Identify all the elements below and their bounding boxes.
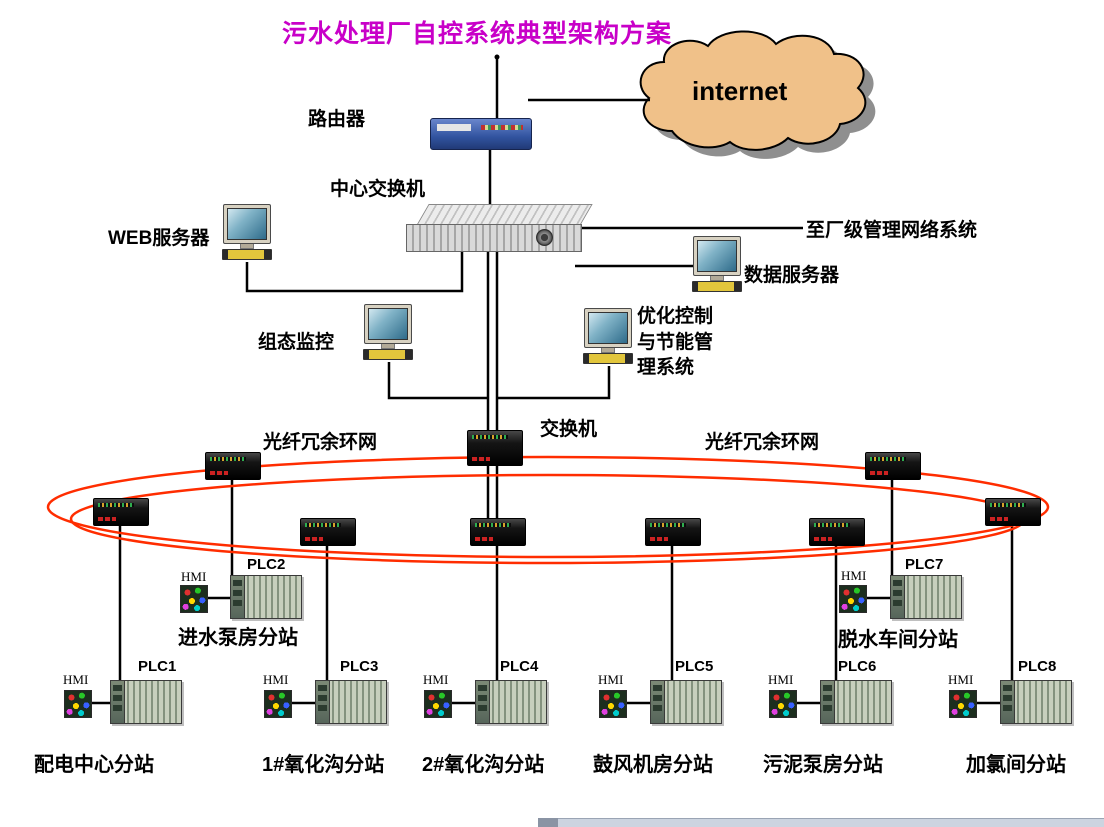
plc-label: PLC7 xyxy=(905,556,944,573)
optimization-line xyxy=(498,366,611,400)
hmi-label: HMI xyxy=(181,569,207,584)
plc-label: PLC4 xyxy=(500,658,539,675)
hmi-icon-plc2 xyxy=(180,585,208,613)
plc6-device xyxy=(820,680,892,724)
ring-switch-mid-center xyxy=(470,518,526,546)
plc2-device xyxy=(230,575,302,619)
monitor xyxy=(364,304,412,344)
internet-cloud xyxy=(639,30,867,151)
fiber-ring-inner xyxy=(69,473,1027,565)
hmi-icon-plc8 xyxy=(949,690,977,718)
horizontal-scrollbar-thumb[interactable] xyxy=(538,818,558,827)
data-server-computer xyxy=(692,236,742,292)
station-name: 配电中心分站 xyxy=(34,754,154,776)
hmi-label: HMI xyxy=(423,672,449,687)
fiber-ring-left-label: 光纤冗余环网 xyxy=(263,432,378,453)
central-switch-device xyxy=(406,204,593,252)
ring-switch-top-right xyxy=(865,452,921,480)
fiber-ring-outer xyxy=(46,455,1050,559)
center-switch-device xyxy=(467,430,523,466)
plc-label: PLC3 xyxy=(340,658,379,675)
ring-switch-top-left xyxy=(205,452,261,480)
station-name: 进水泵房分站 xyxy=(178,627,298,649)
station-name: 加氯间分站 xyxy=(966,754,1066,776)
central-switch-label: 中心交换机 xyxy=(330,179,426,200)
hmi-icon-plc3 xyxy=(264,690,292,718)
plc-label: PLC5 xyxy=(675,658,714,675)
hmi-label: HMI xyxy=(768,672,794,687)
scada-label: 组态监控 xyxy=(258,332,335,353)
data-server-label: 数据服务器 xyxy=(744,265,840,286)
monitor xyxy=(223,204,271,244)
screen xyxy=(697,240,737,272)
hmi-label: HMI xyxy=(263,672,289,687)
hmi-icon-plc6 xyxy=(769,690,797,718)
scada-line xyxy=(387,362,487,400)
keyboard-base xyxy=(583,353,633,364)
plc1-device xyxy=(110,680,182,724)
monitor-stand xyxy=(240,244,254,249)
hmi-label: HMI xyxy=(598,672,624,687)
hmi-icon-plc7 xyxy=(839,585,867,613)
web-server-label: WEB服务器 xyxy=(108,228,210,249)
connection-lines xyxy=(90,54,1014,705)
screen xyxy=(368,308,408,340)
central-switch-front-face xyxy=(406,224,582,252)
monitor-stand xyxy=(381,344,395,349)
scada-computer xyxy=(363,304,413,360)
hmi-label: HMI xyxy=(63,672,89,687)
web-server-computer xyxy=(222,204,272,260)
hmi-icon-plc4 xyxy=(424,690,452,718)
plc4-device xyxy=(475,680,547,724)
ring-switch-mid-right xyxy=(645,518,701,546)
hmi-icon-plc1 xyxy=(64,690,92,718)
monitor-stand xyxy=(710,276,724,281)
station-name: 脱水车间分站 xyxy=(838,629,958,651)
ring-switch-left xyxy=(93,498,149,526)
monitor xyxy=(693,236,741,276)
plc-label: PLC2 xyxy=(247,556,286,573)
plc3-device xyxy=(315,680,387,724)
optimization-computer xyxy=(583,308,633,364)
horizontal-scrollbar[interactable] xyxy=(538,818,1104,827)
plant-network-label: 至厂级管理网络系统 xyxy=(806,220,978,241)
ring-switch-label: 交换机 xyxy=(540,419,598,440)
station-name: 1#氧化沟分站 xyxy=(262,754,385,776)
hmi-label: HMI xyxy=(948,672,974,687)
internet-label: internet xyxy=(692,76,788,106)
plc8-device xyxy=(1000,680,1072,724)
optimization-label: 优化控制 与节能管 理系统 xyxy=(637,306,714,379)
keyboard-base xyxy=(692,281,742,292)
antenna-tip xyxy=(494,54,500,60)
fiber-ring-right-label: 光纤冗余环网 xyxy=(705,432,820,453)
monitor xyxy=(584,308,632,348)
station-name: 2#氧化沟分站 xyxy=(422,754,545,776)
screen xyxy=(227,208,267,240)
plc7-device xyxy=(890,575,962,619)
router-label: 路由器 xyxy=(308,109,366,130)
central-switch-top-face xyxy=(416,204,593,226)
ring-switch-mid-left xyxy=(300,518,356,546)
page-title: 污水处理厂自控系统典型架构方案 xyxy=(282,20,673,48)
monitor-stand xyxy=(601,348,615,353)
ring-switch-far-right xyxy=(985,498,1041,526)
webserver-line xyxy=(245,250,464,293)
station-name: 污泥泵房分站 xyxy=(763,754,883,776)
hmi-icon-plc5 xyxy=(599,690,627,718)
keyboard-base xyxy=(222,249,272,260)
ring-switch-right xyxy=(809,518,865,546)
hmi-label: HMI xyxy=(841,568,867,583)
screen xyxy=(588,312,628,344)
plc-label: PLC6 xyxy=(838,658,877,675)
plc-label: PLC1 xyxy=(138,658,177,675)
plc5-device xyxy=(650,680,722,724)
plc-label: PLC8 xyxy=(1018,658,1057,675)
keyboard-base xyxy=(363,349,413,360)
station-name: 鼓风机房分站 xyxy=(593,754,713,776)
router-device xyxy=(430,118,532,150)
